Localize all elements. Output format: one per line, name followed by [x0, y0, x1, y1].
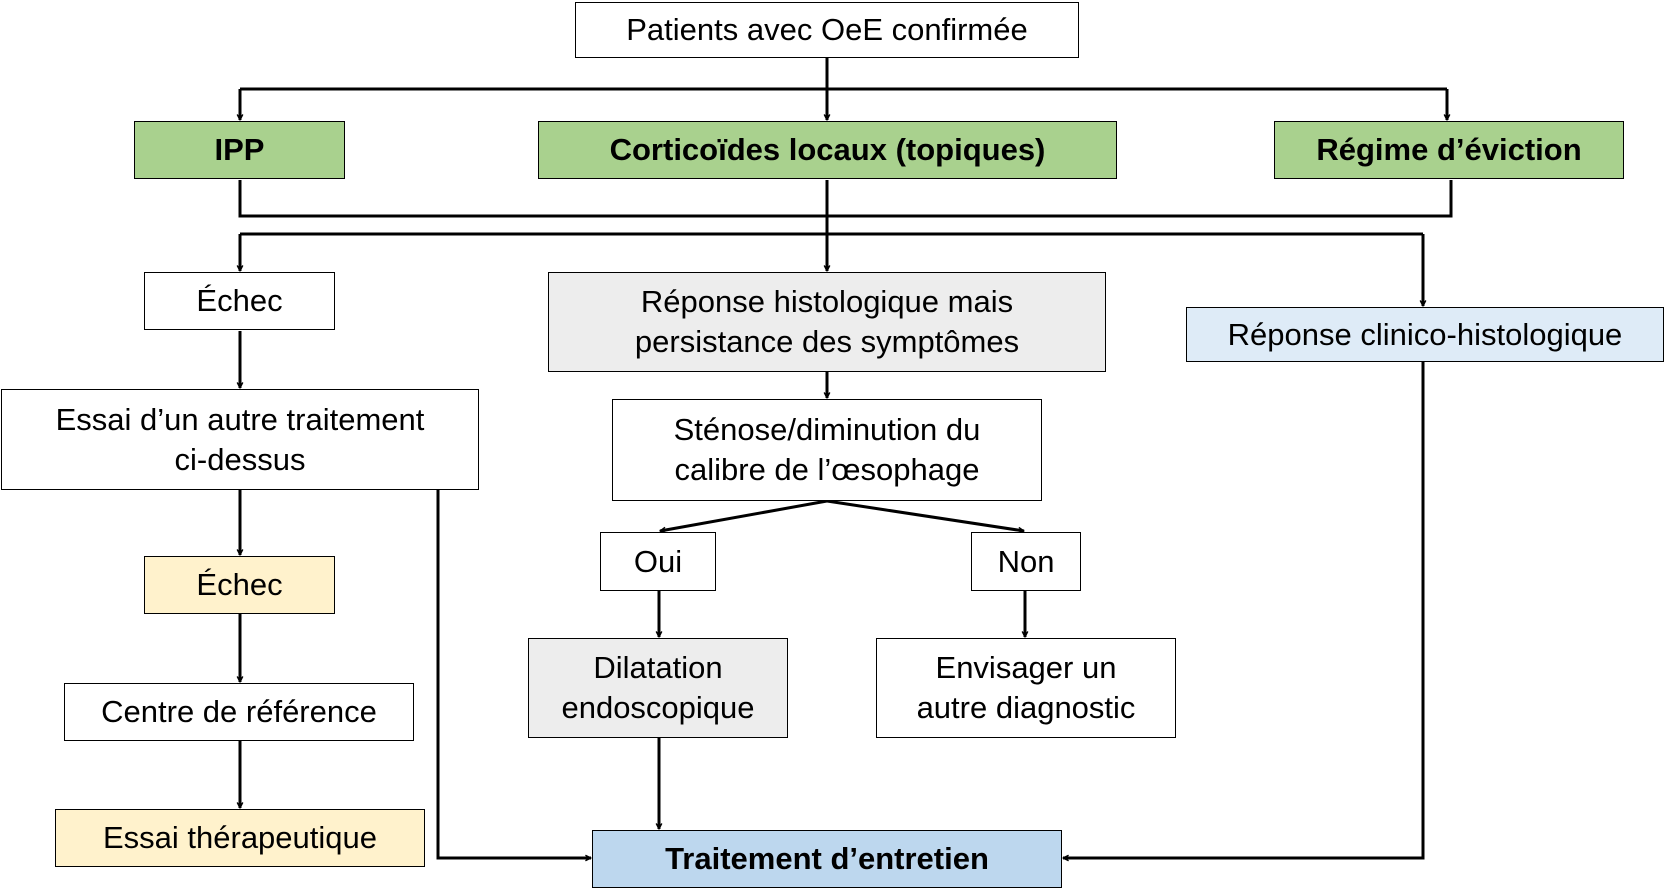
- node-centre-reference: Centre de référence: [64, 683, 414, 741]
- node-stenose-line2: calibre de l’œsophage: [674, 452, 980, 487]
- node-regime-eviction: Régime d’éviction: [1274, 121, 1624, 179]
- arrow-clinico-to-entretien: [1063, 362, 1425, 858]
- node-reponse-histologique-line2: persistance des symptômes: [634, 324, 1020, 359]
- node-envisager-line2: autre diagnostic: [916, 690, 1136, 725]
- node-patients-oee: Patients avec OeE confirmée: [575, 2, 1079, 58]
- node-traitement-entretien-label: Traitement d’entretien: [665, 841, 989, 876]
- node-reponse-histologique: Réponse histologique mais persistance de…: [548, 272, 1106, 372]
- node-essai-autre-line2: ci-dessus: [174, 441, 306, 477]
- node-dilatation-line2: endoscopique: [561, 690, 755, 725]
- arrow-to-oui: [660, 499, 828, 531]
- node-essai-autre-traitement: Essai d’un autre traitement ci-dessus: [1, 389, 479, 490]
- node-essai-autre-line1: Essai d’un autre traitement: [55, 401, 425, 437]
- node-non-label: Non: [997, 543, 1055, 579]
- node-echec-2: Échec: [144, 556, 335, 614]
- node-oui: Oui: [600, 532, 716, 591]
- node-stenose: Sténose/diminution du calibre de l’œsoph…: [612, 399, 1042, 501]
- node-essai-therapeutique: Essai thérapeutique: [55, 809, 425, 867]
- node-echec-1: Échec: [144, 272, 335, 330]
- arrow-to-ipp: [240, 87, 1447, 120]
- node-envisager-autre-diagnostic: Envisager un autre diagnostic: [876, 638, 1176, 738]
- node-stenose-line1: Sténose/diminution du: [673, 412, 981, 447]
- node-reponse-clinico-histologique: Réponse clinico-histologique: [1186, 307, 1664, 362]
- node-envisager-line1: Envisager un: [935, 650, 1117, 685]
- node-ipp: IPP: [134, 121, 345, 179]
- node-corticoides: Corticoïdes locaux (topiques): [538, 121, 1117, 179]
- connector-ipp-down: [238, 180, 1453, 218]
- node-centre-reference-label: Centre de référence: [101, 694, 377, 729]
- node-dilatation-endoscopique: Dilatation endoscopique: [528, 638, 788, 738]
- node-echec-2-label: Échec: [196, 567, 283, 602]
- node-echec-1-label: Échec: [196, 283, 283, 318]
- node-patients-oee-label: Patients avec OeE confirmée: [626, 12, 1028, 47]
- node-essai-therapeutique-label: Essai thérapeutique: [102, 820, 378, 855]
- node-ipp-label: IPP: [214, 132, 265, 167]
- arrow-to-non: [826, 499, 1024, 531]
- node-corticoides-label: Corticoïdes locaux (topiques): [609, 132, 1046, 167]
- arrow-essai-to-entretien: [436, 490, 591, 858]
- node-oui-label: Oui: [633, 543, 683, 579]
- node-non: Non: [971, 532, 1081, 591]
- node-traitement-entretien: Traitement d’entretien: [592, 830, 1062, 888]
- node-reponse-histologique-line1: Réponse histologique mais: [640, 284, 1014, 319]
- node-reponse-clinico-label: Réponse clinico-histologique: [1227, 316, 1623, 352]
- node-dilatation-line1: Dilatation: [593, 650, 723, 685]
- node-regime-eviction-label: Régime d’éviction: [1316, 132, 1582, 167]
